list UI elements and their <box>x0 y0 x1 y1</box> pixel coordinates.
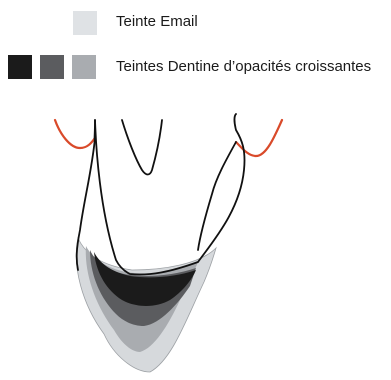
dentin-shade-swatch-medium <box>40 55 64 79</box>
dentin-shades-label: Teintes Dentine d’opacités croissantes <box>116 58 371 75</box>
dentin-shade-swatch-light <box>72 55 96 79</box>
enamel-shade-swatch <box>73 11 97 35</box>
gum-line-right <box>236 120 282 156</box>
tooth-layering-diagram <box>0 90 391 380</box>
tooth-right-contour <box>198 142 236 250</box>
enamel-shade-label: Teinte Email <box>116 13 198 30</box>
tooth-pulp-inner <box>122 120 162 175</box>
gum-line-left <box>55 120 95 148</box>
dentin-shade-swatch-dark <box>8 55 32 79</box>
legend: Teinte Email Teintes Dentine d’opacités … <box>0 0 391 90</box>
tooth-pulp-outer <box>95 114 245 275</box>
tooth-outline <box>77 114 245 275</box>
